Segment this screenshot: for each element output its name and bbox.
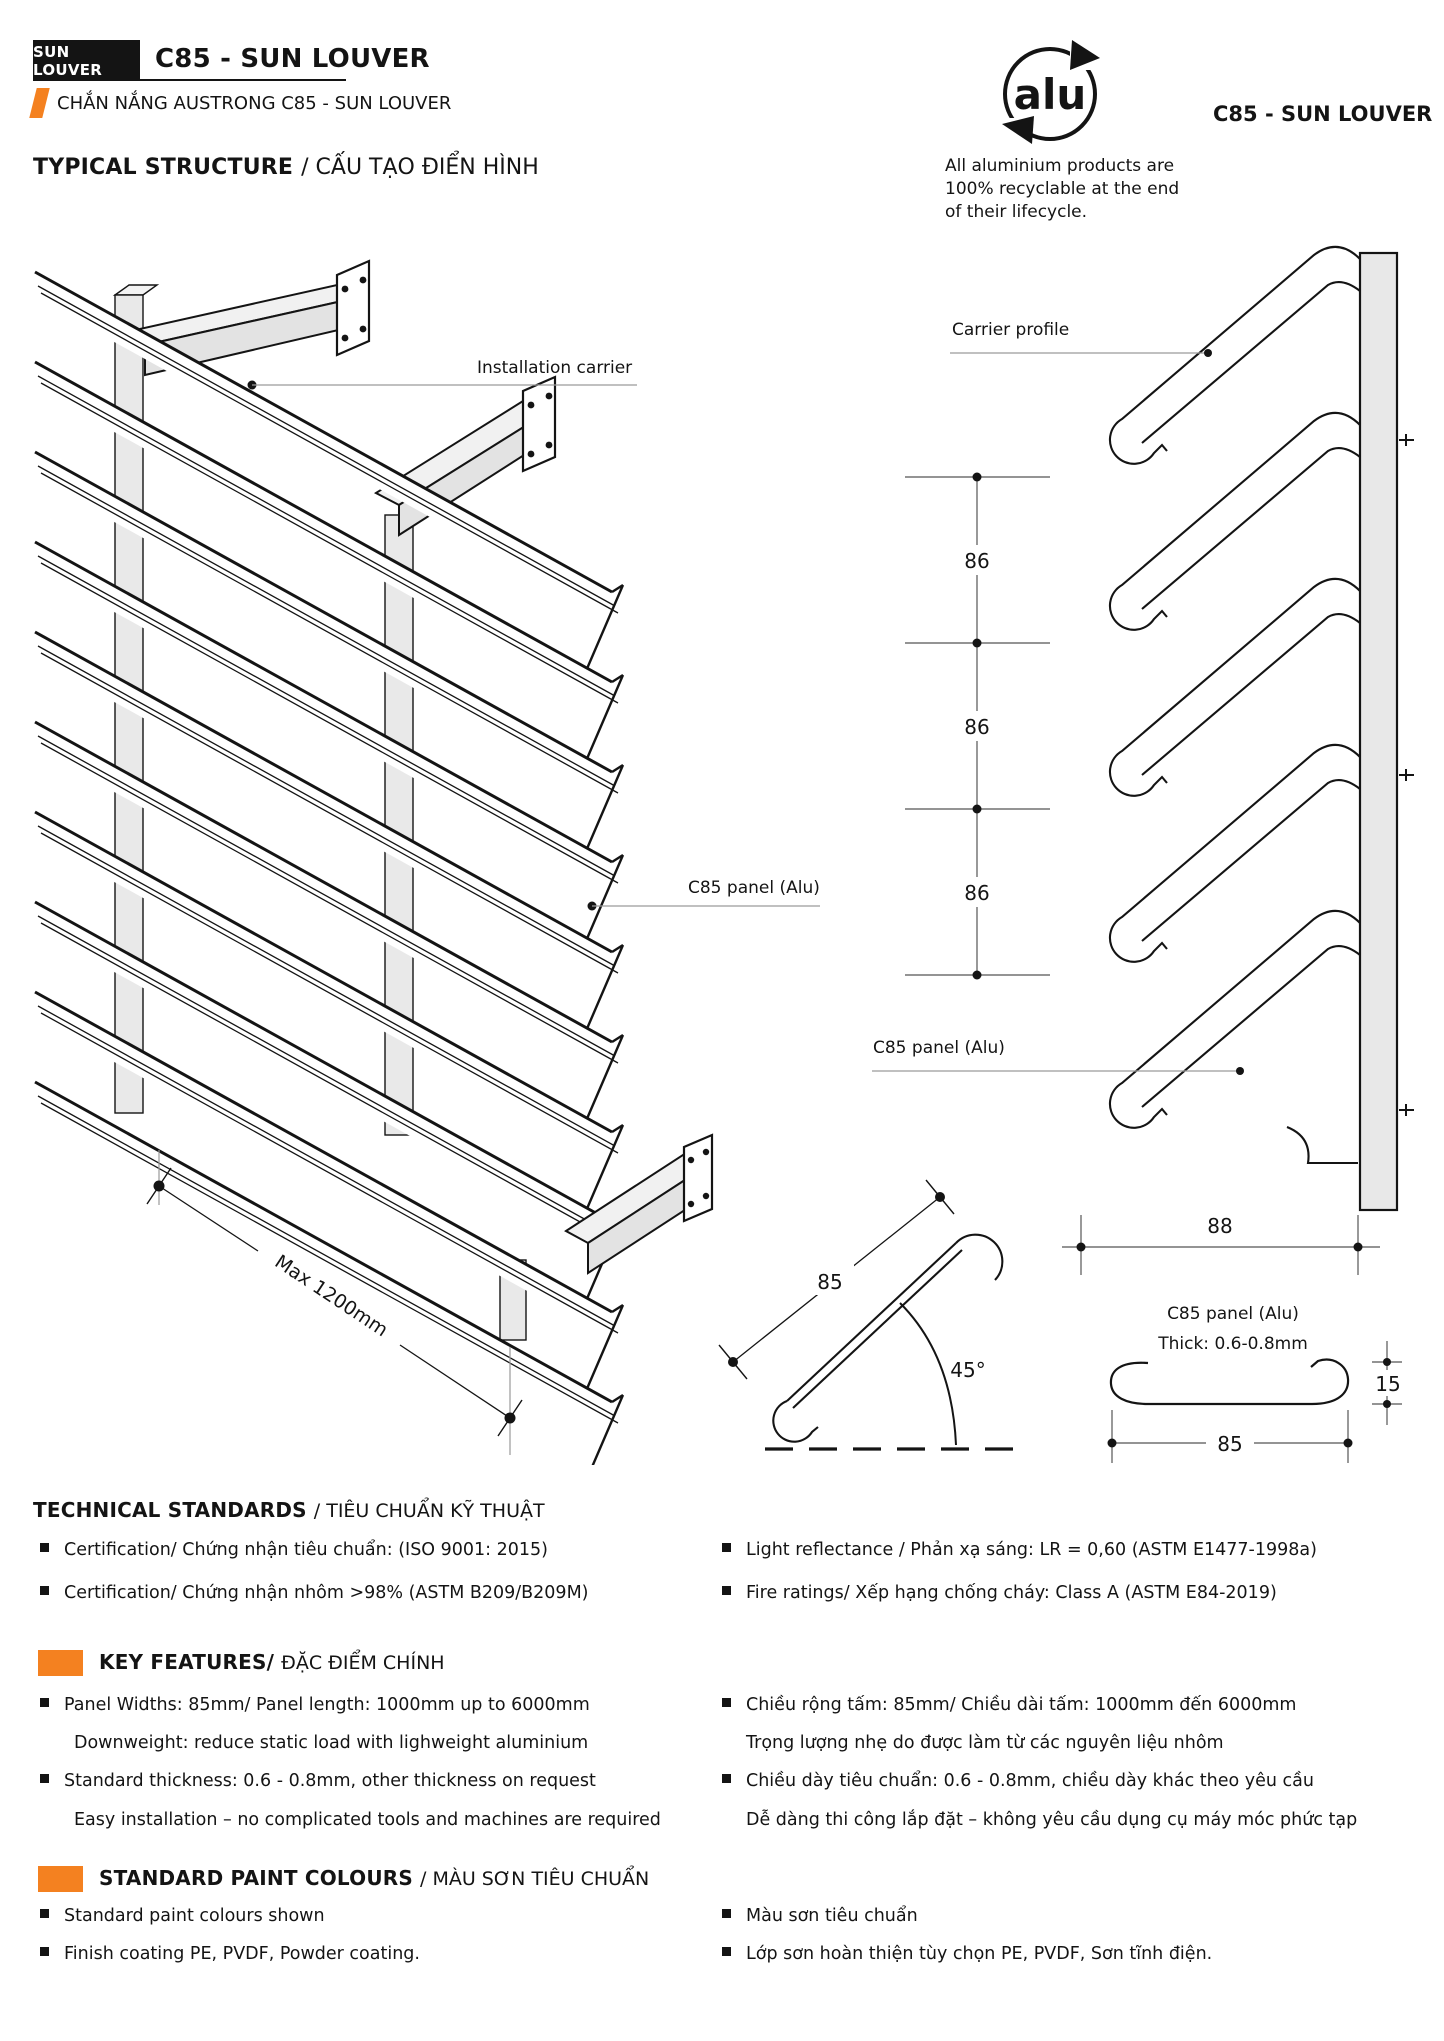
list-item-text: Standard paint colours shown: [64, 1906, 325, 1926]
list-item: Chiều dày tiêu chuẩn: 0.6 - 0.8mm, chiều…: [722, 1771, 1314, 1791]
bullet-square-icon: [40, 1586, 49, 1595]
bullet-square-icon: [40, 1947, 49, 1956]
bullet-square-icon: [722, 1543, 731, 1552]
recycle-note: All aluminium products are 100% recyclab…: [945, 155, 1215, 224]
blade-length-dim-85: 85: [817, 1270, 842, 1294]
bullet-square-icon: [722, 1947, 731, 1956]
bullet-square-icon: [40, 1698, 49, 1707]
bullet-square-icon: [722, 1774, 731, 1783]
list-item-text: Trọng lượng nhẹ do được làm từ các nguyê…: [746, 1733, 1224, 1753]
list-item: Fire ratings/ Xếp hạng chống cháy: Class…: [722, 1583, 1277, 1603]
section-heading-en: TYPICAL STRUCTURE: [33, 155, 294, 180]
bullet-square-icon: [722, 1909, 731, 1918]
list-item: Certification/ Chứng nhận nhôm >98% (AST…: [40, 1583, 589, 1603]
carrier1-wall-plate: [335, 259, 371, 357]
c85-panel-label-left: C85 panel (Alu): [688, 878, 820, 898]
panel-width-dim-85: 85: [1217, 1432, 1242, 1456]
carrier2-wall-plate: [521, 375, 557, 473]
list-item: Light reflectance / Phản xạ sáng: LR = 0…: [722, 1540, 1317, 1560]
title-underline: [33, 79, 346, 81]
list-item-continuation: Trọng lượng nhẹ do được làm từ các nguyê…: [746, 1733, 1224, 1753]
list-item-text: Fire ratings/ Xếp hạng chống cháy: Class…: [746, 1583, 1277, 1603]
list-item-continuation: Dễ dàng thi công lắp đặt – không yêu cầu…: [746, 1810, 1357, 1830]
bullet-square-icon: [40, 1543, 49, 1552]
angle-dim-45: 45°: [950, 1358, 985, 1382]
height-dim-15: 15: [1375, 1372, 1400, 1396]
list-item: Panel Widths: 85mm/ Panel length: 1000mm…: [40, 1695, 590, 1715]
page-title: C85 - SUN LOUVER: [155, 44, 430, 74]
list-item-text: Certification/ Chứng nhận nhôm >98% (AST…: [64, 1583, 589, 1603]
page-subtitle: CHẮN NẮNG AUSTRONG C85 - SUN LOUVER: [57, 93, 452, 114]
list-item: Certification/ Chứng nhận tiêu chuẩn: (I…: [40, 1540, 548, 1560]
spacing-dim-2: 86: [964, 715, 989, 739]
orange-marker: [38, 1650, 83, 1676]
panel-caption-line2: Thick: 0.6-0.8mm: [1157, 1334, 1308, 1354]
width-dim-88: 88: [1207, 1214, 1232, 1238]
bullet-square-icon: [40, 1909, 49, 1918]
carrier-bottom-return: [1286, 1126, 1358, 1165]
list-item-text: Lớp sơn hoàn thiện tùy chọn PE, PVDF, Sơ…: [746, 1944, 1213, 1964]
category-badge-label: SUN LOUVER: [33, 42, 103, 79]
list-item-text: Finish coating PE, PVDF, Powder coating.: [64, 1944, 420, 1964]
angle-arc: [899, 1302, 957, 1446]
isometric-louver-drawing: Installation carrier C85 panel (Alu) Max…: [33, 259, 820, 1465]
list-item-text: Dễ dàng thi công lắp đặt – không yêu cầu…: [746, 1810, 1358, 1830]
list-item-text: Light reflectance / Phản xạ sáng: LR = 0…: [746, 1540, 1317, 1560]
profile-section-drawing: Carrier profile C85 panel (Alu) 86 86 86…: [718, 245, 1415, 1463]
list-item-text: Chiều dày tiêu chuẩn: 0.6 - 0.8mm, chiều…: [746, 1771, 1314, 1791]
list-item: Chiều rộng tấm: 85mm/ Chiều dài tấm: 100…: [722, 1695, 1296, 1715]
panel-caption-line1: C85 panel (Alu): [1167, 1304, 1299, 1324]
list-item-text: Chiều rộng tấm: 85mm/ Chiều dài tấm: 100…: [746, 1695, 1297, 1715]
carrier-bar: [1358, 251, 1399, 1212]
paint-colours-title-en: STANDARD PAINT COLOURS: [99, 1866, 413, 1890]
list-item: Màu sơn tiêu chuẩn: [722, 1906, 918, 1926]
recycle-circle-icon: [1003, 47, 1097, 141]
list-item: Finish coating PE, PVDF, Powder coating.: [40, 1944, 420, 1964]
product-name-right: C85 - SUN LOUVER: [1213, 102, 1433, 126]
recycle-note-line2: 100% recyclable at the end: [945, 178, 1180, 199]
list-item-text: Certification/ Chứng nhận tiêu chuẩn: (I…: [64, 1540, 548, 1560]
spacing-dim-1: 86: [964, 549, 989, 573]
category-badge: SUN LOUVER: [33, 40, 140, 81]
paint-colours-title: STANDARD PAINT COLOURS / MÀU SƠN TIÊU CH…: [99, 1866, 649, 1890]
list-item-text: Downweight: reduce static load with ligh…: [74, 1733, 589, 1753]
blade-45-detail: [792, 1249, 963, 1409]
list-item-text: Standard thickness: 0.6 - 0.8mm, other t…: [64, 1771, 596, 1791]
section-heading: TYPICAL STRUCTURE / CẤU TẠO ĐIỂN HÌNH: [33, 155, 539, 180]
c85-panel-label-right: C85 panel (Alu): [873, 1038, 1005, 1058]
key-features-title-en: KEY FEATURES/: [99, 1650, 275, 1674]
recycle-arrow-top-icon: [1070, 40, 1100, 70]
technical-standards-title-vi: / TIÊU CHUẨN KỸ THUẬT: [313, 1500, 545, 1522]
list-item: Lớp sơn hoàn thiện tùy chọn PE, PVDF, Sơ…: [722, 1944, 1212, 1964]
alu-logo-text: alu: [1014, 70, 1087, 119]
list-item: Standard paint colours shown: [40, 1906, 325, 1926]
carrier3-wall-plate: [682, 1133, 714, 1223]
bullet-square-icon: [722, 1698, 731, 1707]
list-item-continuation: Downweight: reduce static load with ligh…: [74, 1733, 588, 1753]
list-item-text: Màu sơn tiêu chuẩn: [746, 1906, 918, 1926]
orange-marker: [38, 1866, 83, 1892]
technical-standards-title: TECHNICAL STANDARDS / TIÊU CHUẨN KỸ THUẬ…: [33, 1498, 545, 1522]
list-item-continuation: Easy installation – no complicated tools…: [74, 1810, 661, 1830]
carrier-profile-label: Carrier profile: [952, 320, 1069, 340]
list-item-text: Easy installation – no complicated tools…: [74, 1810, 661, 1830]
section-heading-vi: / CẤU TẠO ĐIỂN HÌNH: [301, 155, 539, 180]
list-item-text: Panel Widths: 85mm/ Panel length: 1000mm…: [64, 1695, 590, 1715]
paint-colours-title-vi: / MÀU SƠN TIÊU CHUẨN: [420, 1868, 650, 1890]
alu-recycle-logo: alu: [1000, 40, 1104, 144]
recycle-note-line3: of their lifecycle.: [945, 201, 1088, 222]
list-item: Standard thickness: 0.6 - 0.8mm, other t…: [40, 1771, 596, 1791]
key-features-title-vi: ĐẶC ĐIỂM CHÍNH: [281, 1652, 445, 1674]
bullet-square-icon: [722, 1586, 731, 1595]
support-rail-cap: [112, 284, 160, 296]
accent-mark: [29, 88, 50, 118]
key-features-title: KEY FEATURES/ ĐẶC ĐIỂM CHÍNH: [99, 1650, 445, 1674]
recycle-note-line1: All aluminium products are: [945, 156, 1175, 176]
installation-carrier-label: Installation carrier: [477, 358, 632, 378]
bullet-square-icon: [40, 1774, 49, 1783]
technical-standards-title-en: TECHNICAL STANDARDS: [33, 1498, 307, 1522]
recycle-arrow-bottom-icon: [1002, 116, 1034, 144]
spacing-dim-3: 86: [964, 881, 989, 905]
panel-cross-section: [1109, 1358, 1350, 1406]
